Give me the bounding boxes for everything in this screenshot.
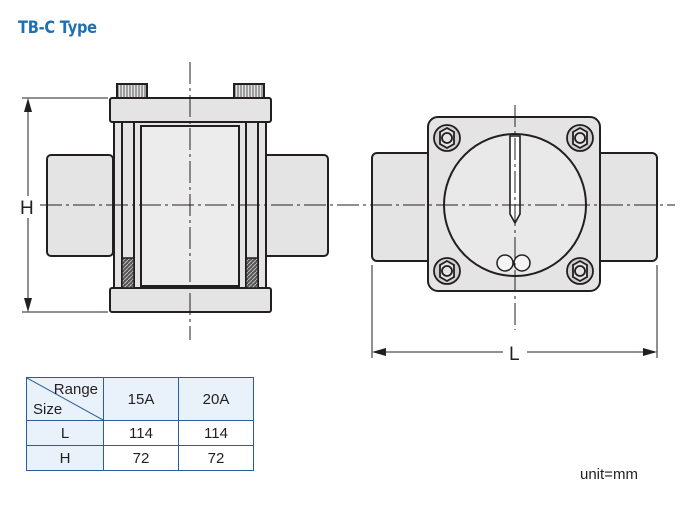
center-lines [40, 62, 675, 340]
corner-diagonal [27, 378, 103, 420]
bolt-bottom-right [566, 257, 594, 285]
table-cell: 72 [178, 445, 254, 471]
dimension-h-label: H [20, 198, 34, 219]
table-cell: 72 [103, 445, 179, 471]
row-label-l: L [26, 420, 104, 446]
indicator-ball-right [513, 254, 531, 272]
left-thread [121, 257, 135, 289]
table-cell: 114 [103, 420, 179, 446]
table-cell: 114 [178, 420, 254, 446]
bolt-top-right [566, 124, 594, 152]
specification-table: Range Size 15A 20A L 114 114 H 72 72 [26, 377, 254, 471]
column-header-15a: 15A [103, 377, 179, 421]
table-corner-cell: Range Size [26, 377, 104, 421]
top-left-screw [116, 83, 148, 99]
page-title: TB-C Type [18, 18, 97, 38]
table-header-row: Range Size 15A 20A [26, 377, 254, 421]
side-right-pipe [591, 152, 658, 262]
right-thread [245, 257, 259, 289]
column-header-20a: 20A [178, 377, 254, 421]
dimension-l [371, 265, 658, 358]
unit-note: unit=mm [580, 466, 638, 483]
corner-range-label: Range [53, 381, 98, 398]
bolt-top-left [433, 124, 461, 152]
bolt-bottom-left [433, 257, 461, 285]
front-view [46, 83, 329, 313]
table-row: H 72 72 [26, 445, 254, 471]
row-label-h: H [26, 445, 104, 471]
dimension-h [22, 97, 108, 313]
dimension-l-label: L [509, 344, 520, 365]
corner-size-label: Size [33, 401, 63, 418]
top-right-screw [233, 83, 265, 99]
table-row: L 114 114 [26, 420, 254, 446]
indicator-ball-left [496, 254, 514, 272]
